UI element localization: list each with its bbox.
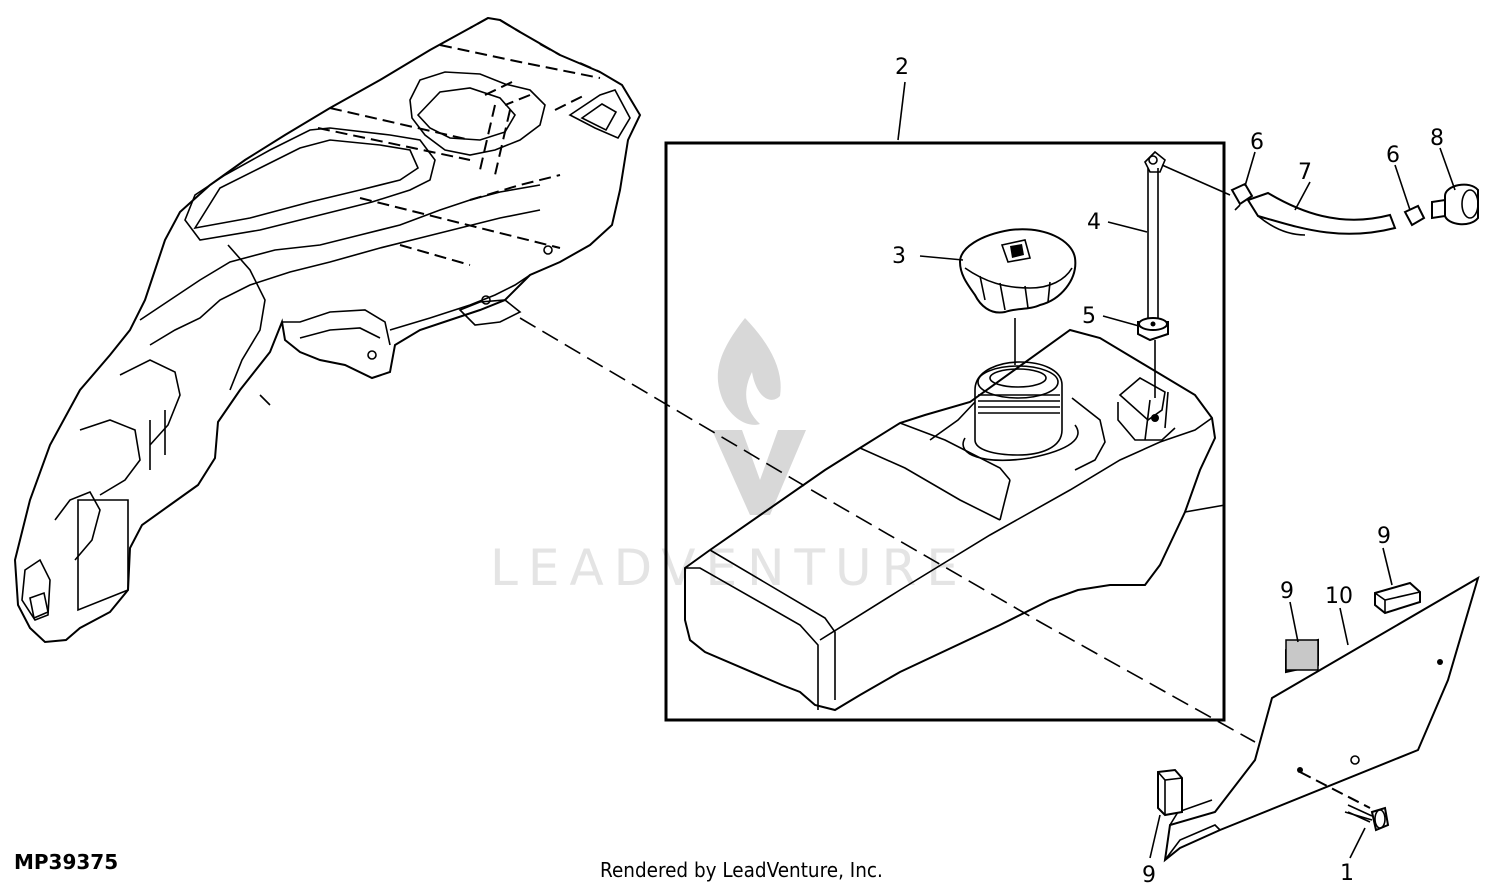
hood-assembly	[13, 16, 642, 644]
assembly-line	[519, 317, 1256, 743]
callout-7: 7	[1298, 160, 1312, 185]
watermark-text: LEADVENTURE	[490, 539, 968, 597]
callouts: 2 3 4 5 6 7 6 8 9 9 10 9 1	[892, 55, 1444, 888]
callout-10: 10	[1325, 584, 1353, 609]
vent-tube	[1137, 150, 1231, 398]
callout-9-middle: 9	[1280, 579, 1294, 604]
callout-5: 5	[1082, 304, 1096, 329]
callout-6-right: 6	[1386, 143, 1400, 168]
credit-text: Rendered by LeadVenture, Inc.	[600, 858, 883, 882]
fuel-cap	[958, 228, 1077, 314]
callout-9-top: 9	[1377, 524, 1391, 549]
foam-pads	[1157, 581, 1421, 817]
callout-6-left: 6	[1250, 130, 1264, 155]
fuel-tank-kit-box	[664, 141, 1226, 722]
callout-3: 3	[892, 244, 906, 269]
fuel-tank	[684, 318, 1226, 712]
shield-plate	[1163, 575, 1480, 863]
callout-8: 8	[1430, 126, 1444, 151]
callout-4: 4	[1087, 210, 1101, 235]
figure-id: MP39375	[14, 850, 119, 874]
callout-2: 2	[895, 55, 909, 80]
leadventure-watermark: LEADVENTURE	[490, 318, 968, 597]
callout-9-bottom: 9	[1142, 863, 1156, 888]
leader-lines	[897, 81, 1456, 859]
callout-1: 1	[1340, 861, 1354, 886]
fuel-line	[1230, 182, 1479, 236]
